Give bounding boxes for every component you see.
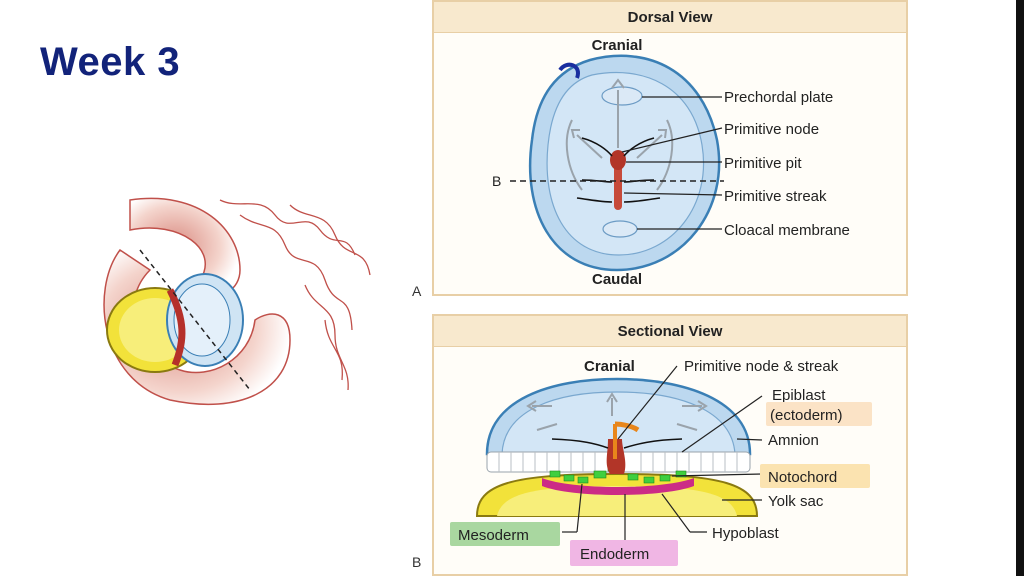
label-primitive-node: Primitive node — [724, 121, 819, 138]
label-endoderm: Endoderm — [580, 546, 649, 563]
label-primitive-streak: Primitive streak — [724, 188, 827, 205]
dorsal-view-header: Dorsal View — [434, 2, 906, 33]
endoderm-highlight — [570, 540, 678, 566]
label-cloacal-membrane: Cloacal membrane — [724, 222, 850, 239]
notochord-highlight — [760, 464, 870, 488]
sectional-cranial-label: Cranial — [584, 358, 635, 375]
mesoderm-highlight — [450, 522, 560, 546]
ectoderm-highlight — [766, 402, 872, 426]
label-notochord: Notochord — [768, 469, 837, 486]
window-edge — [1016, 0, 1024, 576]
dorsal-view-diagram: Cranial Caudal B Prechordal plate Primit… — [492, 37, 850, 288]
sectional-view-diagram: Cranial Primitive node & streak Epiblast… — [450, 358, 872, 566]
label-amnion: Amnion — [768, 432, 819, 449]
dorsal-panel-letter: A — [412, 283, 422, 299]
label-yolk-sac: Yolk sac — [768, 493, 824, 510]
dorsal-cranial-label: Cranial — [592, 37, 643, 54]
label-primitive-pit: Primitive pit — [724, 155, 802, 172]
sectional-panel-letter: B — [412, 554, 422, 570]
embryo-implantation-illustration — [103, 197, 371, 406]
label-primitive-node-streak: Primitive node & streak — [684, 358, 839, 375]
label-epiblast: Epiblast — [772, 387, 826, 404]
label-ectoderm: (ectoderm) — [770, 407, 843, 424]
label-mesoderm: Mesoderm — [458, 527, 529, 544]
label-hypoblast: Hypoblast — [712, 525, 780, 542]
sectional-view-header: Sectional View — [434, 316, 906, 347]
dorsal-caudal-label: Caudal — [592, 271, 642, 288]
page-title: Week 3 — [40, 40, 181, 84]
section-line-b-label: B — [492, 173, 501, 189]
label-prechordal-plate: Prechordal plate — [724, 89, 833, 106]
